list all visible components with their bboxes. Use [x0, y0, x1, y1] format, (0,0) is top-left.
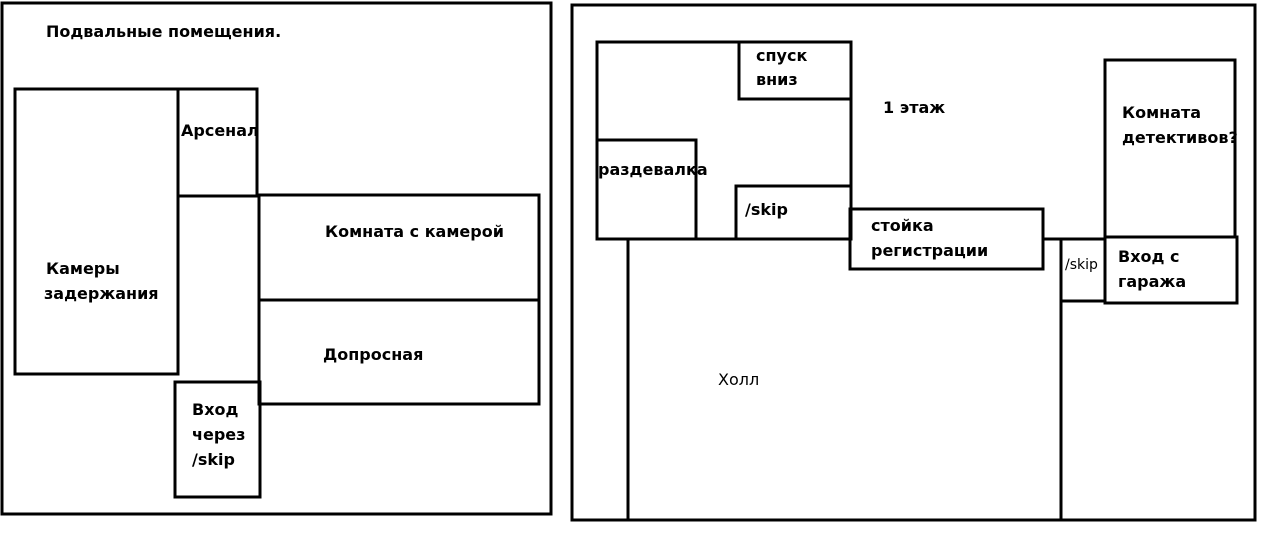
- basement-panel-frame: [0, 1, 553, 516]
- basement-entrance-label-line2: через: [192, 425, 246, 444]
- holding-cells-label-line1: Камеры: [46, 259, 120, 278]
- interrogation-room: [257, 298, 541, 406]
- first-floor-title: 1 этаж: [883, 98, 946, 117]
- stairs-down-room: [737, 40, 853, 101]
- detectives-room-label-line2: детективов?: [1122, 128, 1238, 147]
- basement-entrance-room: [173, 380, 262, 499]
- basement-entrance-label-line1: Вход: [192, 400, 239, 419]
- arsenal-label: Арсенал: [181, 121, 259, 140]
- stairs-down-label-line1: спуск: [756, 46, 808, 65]
- basement-entrance-label-line3: /skip: [192, 450, 235, 469]
- camera-room-label: Комната с камерой: [325, 222, 504, 241]
- locker-room: [595, 138, 698, 241]
- reception-label-line2: регистрации: [871, 241, 989, 260]
- interrogation-label: Допросная: [323, 345, 424, 364]
- garage-entrance-label-line2: гаража: [1118, 272, 1187, 291]
- skip-top-label: /skip: [745, 200, 788, 219]
- holding-cells-room: [13, 87, 180, 376]
- hall-label: Холл: [718, 370, 760, 389]
- detectives-room-label-line1: Комната: [1122, 103, 1202, 122]
- locker-room-label: раздевалка: [598, 160, 708, 179]
- basement-title: Подвальные помещения.: [46, 22, 282, 41]
- camera-room: [257, 193, 541, 302]
- stairs-down-label-line2: вниз: [756, 70, 798, 89]
- skip-right-label: /skip: [1065, 257, 1098, 273]
- first-floor-panel-frame: [570, 3, 1257, 522]
- holding-cells-label-line2: задержания: [44, 284, 159, 303]
- garage-entrance-room: [1103, 235, 1239, 305]
- reception-label-line1: стойка: [871, 216, 934, 235]
- garage-entrance-label-line1: Вход с: [1118, 247, 1180, 266]
